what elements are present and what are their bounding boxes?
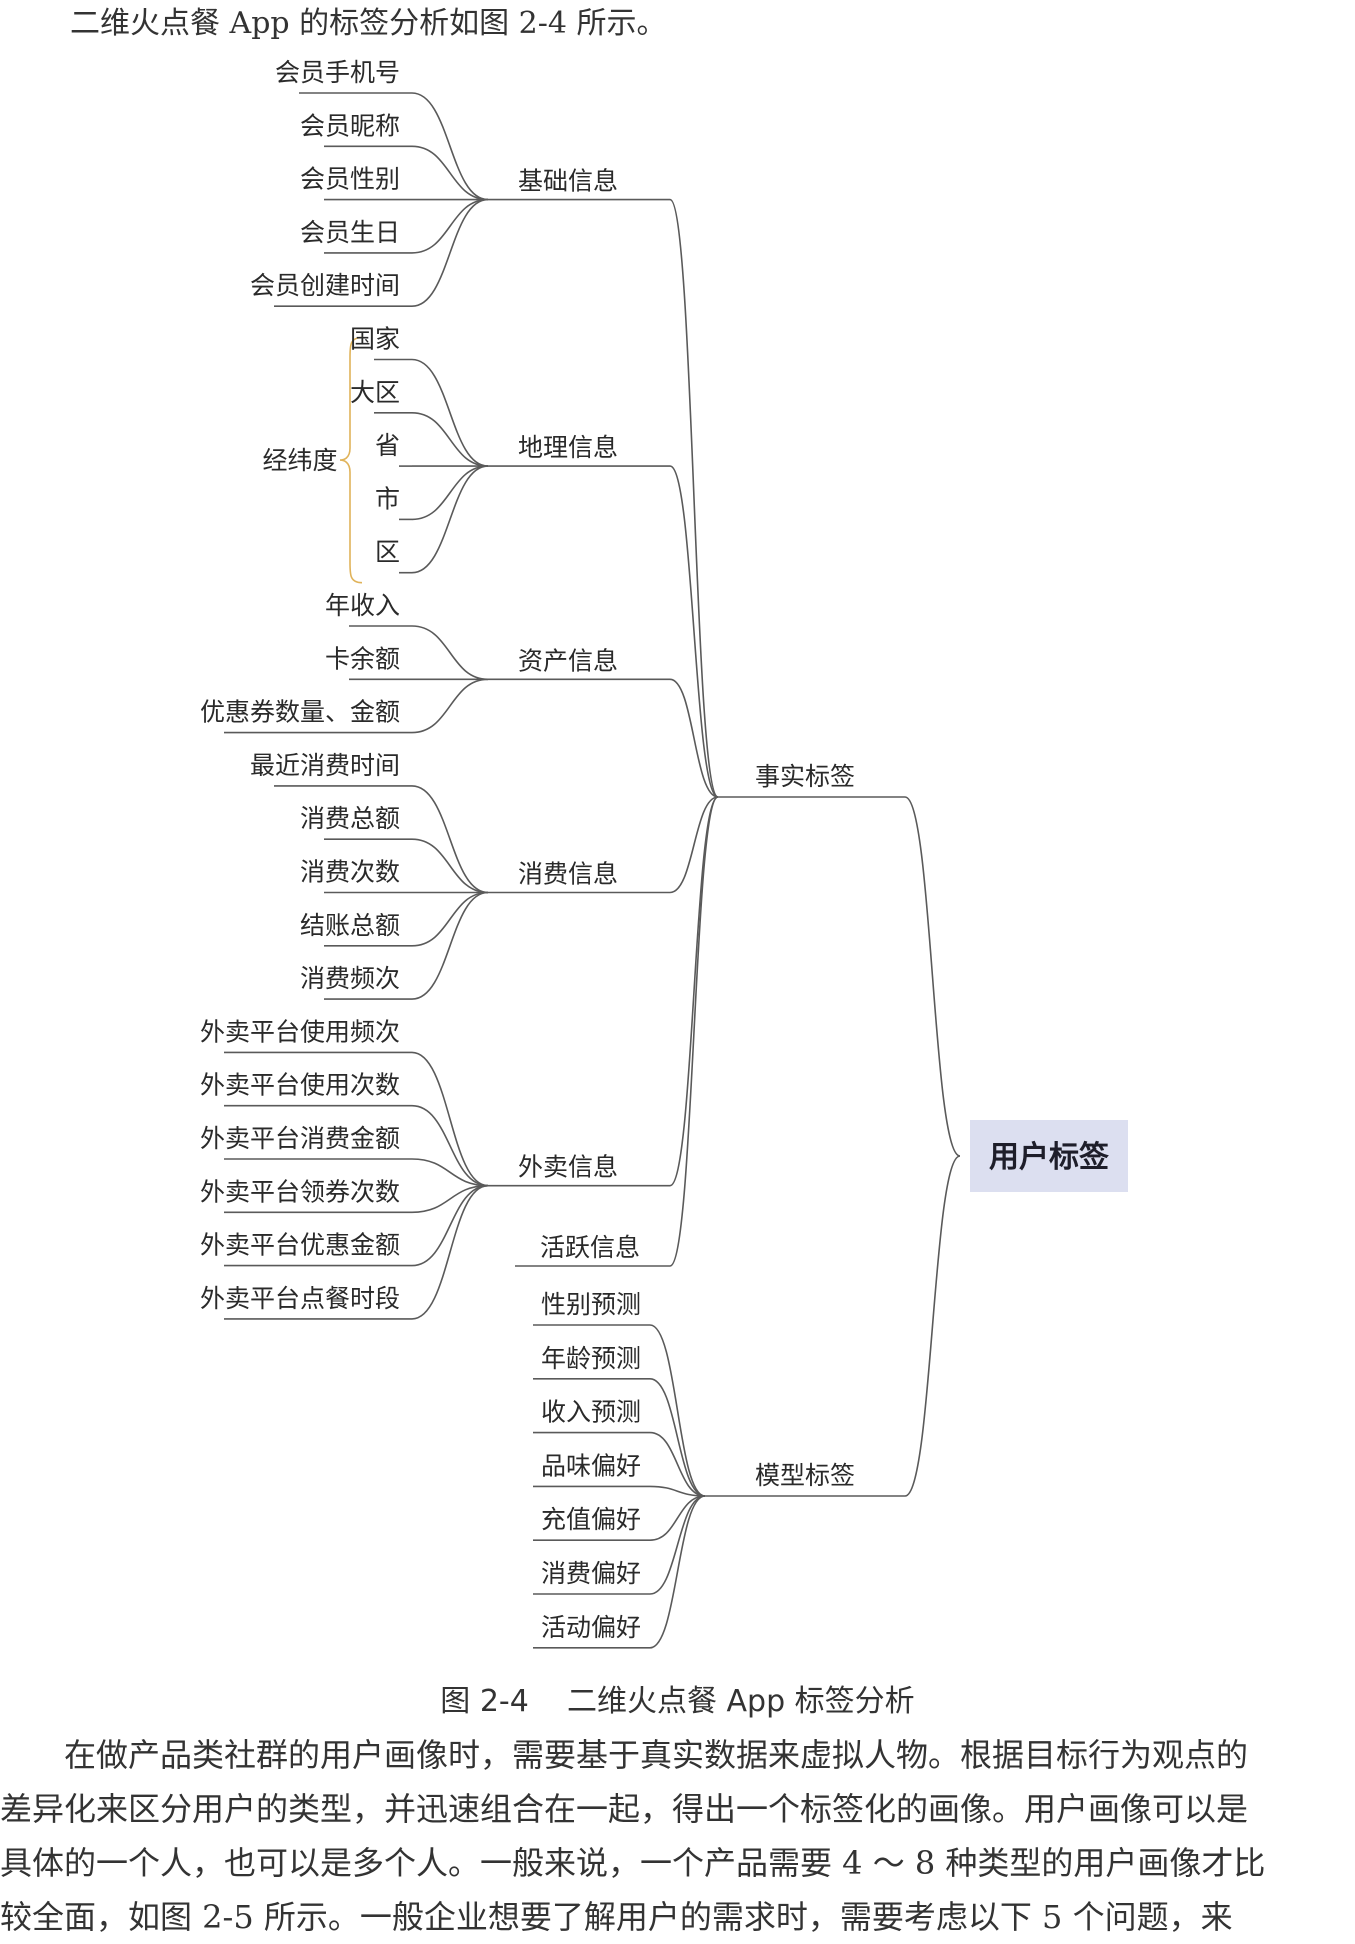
leaf-connector xyxy=(411,465,489,574)
leaf-label: 会员手机号 xyxy=(275,58,400,87)
model-leaf-label: 消费偏好 xyxy=(541,1559,641,1588)
intro-sentence: 二维火点餐 App 的标签分析如图 2-4 所示。 xyxy=(70,6,667,41)
leaf-label: 会员生日 xyxy=(300,218,400,247)
figure-number: 图 2-4 xyxy=(440,1684,529,1719)
model-leaf-label: 品味偏好 xyxy=(541,1451,641,1480)
leaf-connector xyxy=(411,1104,489,1187)
leaf-label: 消费频次 xyxy=(300,964,400,993)
leaf-connector xyxy=(411,1184,489,1214)
leaf-connector xyxy=(411,145,489,201)
branch-connector xyxy=(904,1155,961,1497)
leaf-connector xyxy=(411,625,489,681)
leaf-connector xyxy=(411,891,489,1000)
group-label: 外卖信息 xyxy=(518,1153,618,1182)
model-leaf-label: 活动偏好 xyxy=(541,1613,641,1642)
leaf-connector xyxy=(411,838,489,894)
leaf-label: 外卖平台使用频次 xyxy=(200,1017,400,1046)
group-connector xyxy=(669,465,719,798)
leaf-connector xyxy=(411,1051,489,1187)
brace-label: 经纬度 xyxy=(262,446,337,475)
group-connector xyxy=(669,796,719,894)
leaf-connector xyxy=(411,891,489,947)
model-leaf-label: 年龄预测 xyxy=(541,1344,641,1373)
leaf-label: 结账总额 xyxy=(300,911,400,940)
group-label: 消费信息 xyxy=(518,860,618,889)
group-label: 地理信息 xyxy=(518,433,618,462)
latlng-brace xyxy=(339,336,363,584)
model-leaf-label: 充值偏好 xyxy=(541,1505,641,1534)
paragraph-line: 较全面，如图 2-5 所示。一般企业想要了解用户的需求时，需要考虑以下 5 个问… xyxy=(0,1898,1233,1936)
model-leaf-connector xyxy=(649,1495,706,1595)
leaf-connector xyxy=(411,1184,489,1320)
leaf-label: 省 xyxy=(375,431,400,460)
model-leaf-connector xyxy=(649,1324,706,1497)
paragraph-line: 在做产品类社群的用户画像时，需要基于真实数据来虚拟人物。根据目标行为观点的 xyxy=(0,1736,1249,1774)
leaf-connector xyxy=(411,785,489,894)
branch-label: 事实标签 xyxy=(755,762,855,791)
paragraph-line: 具体的一个人，也可以是多个人。一般来说，一个产品需要 4 ～ 8 种类型的用户画… xyxy=(0,1844,1266,1882)
leaf-connector xyxy=(411,198,489,307)
leaf-connector xyxy=(411,465,489,521)
leaf-connector xyxy=(411,412,489,467)
leaf-label: 大区 xyxy=(350,378,400,407)
leaf-label: 外卖平台优惠金额 xyxy=(200,1231,400,1260)
leaf-connector xyxy=(411,678,489,734)
model-leaf-connector xyxy=(649,1431,706,1497)
leaf-label: 会员性别 xyxy=(300,165,400,194)
figure-title: 二维火点餐 App 标签分析 xyxy=(567,1684,915,1719)
leaf-label: 区 xyxy=(375,538,400,567)
leaf-label: 消费总额 xyxy=(300,804,400,833)
leaf-label: 会员昵称 xyxy=(300,111,400,140)
root-node-box xyxy=(970,1120,1128,1192)
figure-caption: 图 2-4 二维火点餐 App 标签分析 xyxy=(0,1676,1355,1720)
model-leaf-connector xyxy=(649,1495,706,1541)
leaf-label: 外卖平台点餐时段 xyxy=(200,1284,400,1313)
leaf-connector xyxy=(411,358,489,467)
group-connector xyxy=(669,678,719,798)
leaf-connector xyxy=(411,1184,489,1267)
leaf-connector xyxy=(411,92,489,201)
leaf-label: 会员创建时间 xyxy=(250,271,400,300)
leaf-connector xyxy=(411,198,489,254)
branch-connector xyxy=(904,796,961,1157)
group-label: 资产信息 xyxy=(518,646,618,675)
leaf-label: 市 xyxy=(375,484,400,513)
group-connector xyxy=(669,796,719,1267)
group-label: 活跃信息 xyxy=(540,1233,640,1262)
leaf-label: 国家 xyxy=(350,325,400,354)
group-connector xyxy=(669,796,719,1187)
leaf-label: 年收入 xyxy=(325,591,400,620)
model-leaf-connector xyxy=(649,1378,706,1497)
group-label: 基础信息 xyxy=(518,167,618,196)
model-leaf-connector xyxy=(649,1495,706,1649)
paragraph-line: 差异化来区分用户的类型，并迅速组合在一起，得出一个标签化的画像。用户画像可以是 xyxy=(0,1790,1249,1828)
branch-label: 模型标签 xyxy=(755,1461,855,1490)
leaf-label: 外卖平台消费金额 xyxy=(200,1124,400,1153)
model-leaf-label: 收入预测 xyxy=(541,1398,641,1427)
leaf-label: 卡余额 xyxy=(325,644,400,673)
leaf-label: 最近消费时间 xyxy=(250,751,400,780)
body-paragraph: 在做产品类社群的用户画像时，需要基于真实数据来虚拟人物。根据目标行为观点的 差异… xyxy=(0,1728,1355,1944)
leaf-label: 优惠券数量、金额 xyxy=(200,698,400,727)
leaf-label: 外卖平台领券次数 xyxy=(200,1177,400,1206)
model-leaf-connector xyxy=(649,1485,706,1497)
leaf-label: 外卖平台使用次数 xyxy=(200,1071,400,1100)
root-node-label: 用户标签 xyxy=(989,1140,1109,1175)
leaf-connector xyxy=(411,1158,489,1187)
model-leaf-label: 性别预测 xyxy=(541,1290,641,1319)
group-connector xyxy=(669,198,719,798)
leaf-label: 消费次数 xyxy=(300,858,400,887)
